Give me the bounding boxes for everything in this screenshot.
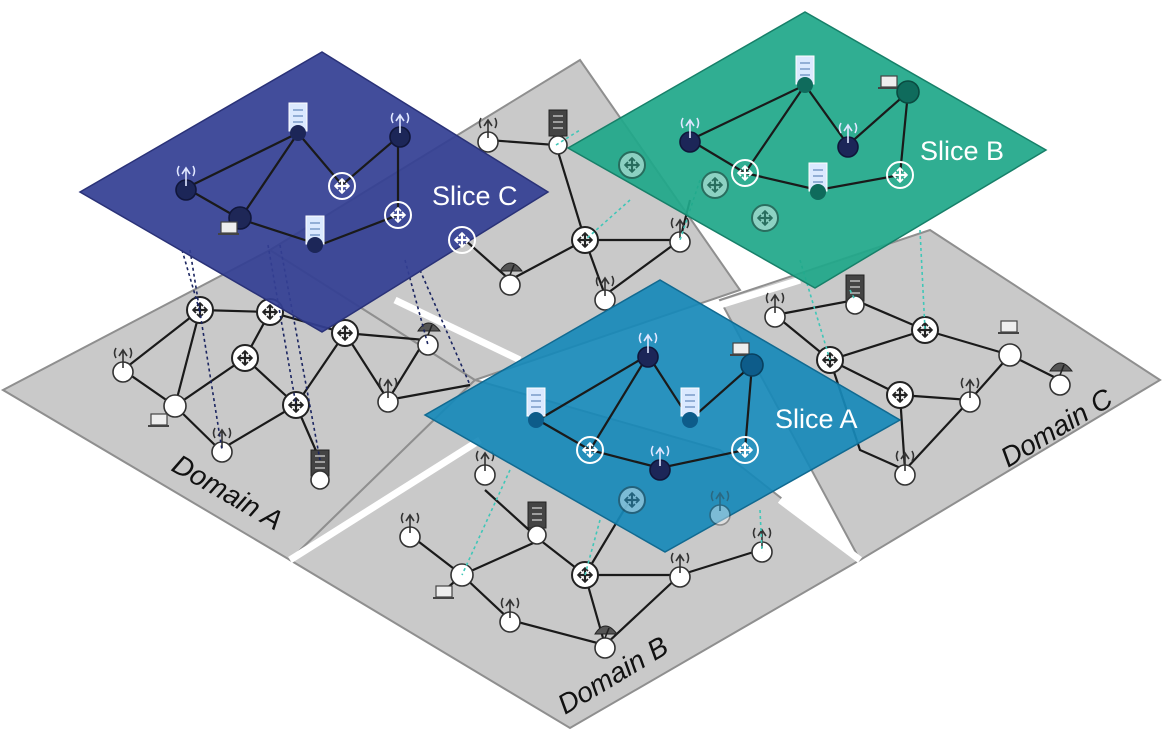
- switch-node: [527, 525, 547, 545]
- domain-separators: [288, 276, 863, 563]
- slice-c-plane: Slice C: [78, 51, 550, 333]
- router-icon: [700, 170, 730, 200]
- satellite-dish-icon: [417, 322, 441, 356]
- satellite-dish-icon: [499, 262, 523, 296]
- laptop-icon: [432, 585, 455, 599]
- laptop-icon: [147, 413, 170, 427]
- server-icon: [526, 387, 546, 417]
- slice-a-label: Slice A: [775, 404, 858, 434]
- slice-b-plane: Slice B: [566, 11, 1048, 289]
- server-icon: [527, 501, 547, 529]
- server-icon: [680, 387, 700, 417]
- router-icon: [570, 560, 600, 590]
- switch-node: [740, 353, 764, 377]
- switch-node: [998, 343, 1022, 367]
- switch-node: [290, 125, 306, 141]
- switch-node: [548, 135, 568, 155]
- slice-a-plane: Slice A: [423, 279, 902, 553]
- laptop-icon: [729, 342, 752, 356]
- slice-b-label: Slice B: [920, 136, 1004, 166]
- switch-node: [682, 412, 698, 428]
- slice-c-label: Slice C: [432, 181, 518, 211]
- switch-node: [845, 295, 865, 315]
- switch-node: [810, 184, 826, 200]
- domain-b-network: [399, 450, 773, 659]
- laptop-icon: [217, 221, 240, 235]
- domain-a-network: [112, 295, 471, 490]
- switch-node: [310, 470, 330, 490]
- switch-node: [896, 80, 920, 104]
- switch-node: [528, 412, 544, 428]
- switch-node: [307, 237, 323, 253]
- satellite-dish-icon: [1049, 362, 1073, 396]
- router-icon: [885, 380, 915, 410]
- laptop-icon: [877, 75, 900, 89]
- router-icon: [230, 343, 260, 373]
- server-icon: [548, 109, 568, 137]
- router-icon: [617, 485, 647, 515]
- satellite-dish-icon: [594, 625, 618, 659]
- laptop-icon: [997, 320, 1020, 334]
- switch-node: [797, 77, 813, 93]
- router-icon: [750, 203, 780, 233]
- router-icon: [617, 150, 647, 180]
